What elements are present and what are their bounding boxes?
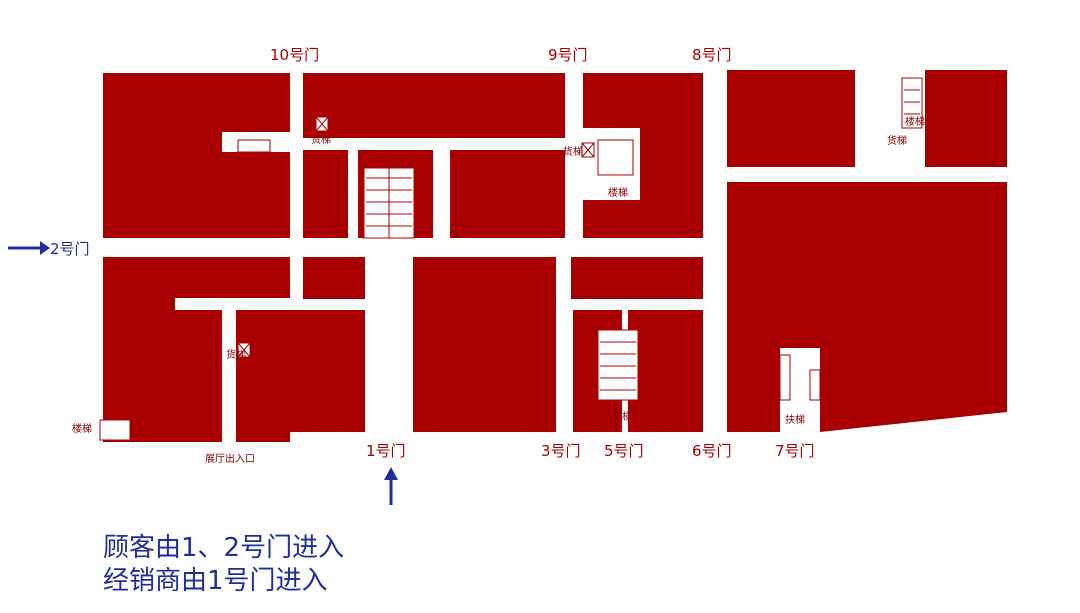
stairs-label-3: 楼梯: [612, 410, 632, 423]
entry-note-customers: 顾客由1、2号门进入: [103, 533, 345, 563]
block-bottom-left-inner: [235, 310, 365, 432]
block-bottom-small: [303, 257, 365, 299]
door-1-label: 1号门: [366, 442, 406, 460]
door-7-label: 7号门: [775, 442, 815, 460]
door-1-arrow: [384, 467, 398, 505]
door-10-label: 10号门: [270, 46, 319, 64]
door-3-label: 3号门: [541, 442, 581, 460]
stair-lines: [366, 89, 920, 391]
stairs-label-2: 楼梯: [905, 115, 925, 128]
door-5-label: 5号门: [604, 442, 644, 460]
block-bottom-mid: [413, 257, 556, 432]
block-mid-a: [303, 150, 348, 238]
block-top-left: [103, 73, 290, 238]
door-2-arrow: [8, 241, 50, 255]
stairs-label-4: 楼梯: [72, 422, 92, 435]
door-8-label: 8号门: [692, 46, 732, 64]
block-mid-c: [450, 150, 565, 238]
entry-note-dealers: 经销商由1号门进入: [103, 566, 328, 596]
block-top-middle: [303, 73, 565, 138]
block-right-lower: [727, 182, 1007, 432]
door-6-label: 6号门: [692, 442, 732, 460]
escalator-label: 扶梯: [785, 413, 805, 426]
corridors: [175, 70, 925, 442]
elevator-boxes: [237, 116, 595, 358]
block-bottom-right-top: [571, 257, 703, 299]
stairs-label-1: 楼梯: [608, 186, 628, 199]
freight-elevator-label-2: 货梯: [563, 145, 583, 158]
hall-entrance-label: 展厅出入口: [205, 452, 255, 465]
door-9-label: 9号门: [548, 46, 588, 64]
freight-elevator-label-1: 货梯: [311, 133, 331, 146]
door-2-label: 2号门: [50, 240, 90, 258]
freight-elevator-label-4: 货梯: [226, 348, 246, 361]
freight-elevator-label-3: 货梯: [887, 134, 907, 147]
